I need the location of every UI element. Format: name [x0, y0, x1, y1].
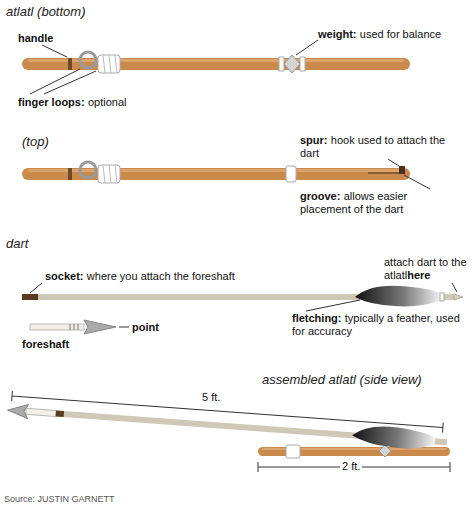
finger-loop — [80, 162, 96, 178]
dimension-label: 5 ft. — [200, 391, 222, 403]
assembled-atlatl — [7, 391, 450, 472]
label-group: dart — [6, 236, 28, 251]
shaft-highlight — [28, 59, 404, 62]
leader-line — [296, 40, 318, 55]
socket — [22, 294, 38, 300]
label-group: 2 ft. — [340, 460, 362, 473]
part-name: spur: — [300, 134, 328, 146]
label-group: 5 ft. — [200, 391, 222, 404]
label-group: spur:hook used to attach the dart — [300, 134, 450, 160]
label-group: Source: JUSTIN GARNETT — [4, 492, 115, 506]
atlatl-top — [22, 159, 430, 189]
label-group: atlatl (bottom) — [6, 4, 85, 19]
label-group: handle — [18, 32, 57, 45]
nock — [454, 294, 463, 300]
handle-band — [68, 168, 72, 180]
part-name: foreshaft — [22, 338, 69, 350]
section-title: assembled atlatl (side view) — [262, 372, 422, 387]
shaft-highlight — [28, 169, 404, 172]
label-group: (top) — [22, 134, 49, 149]
assembled-dart — [7, 399, 447, 452]
part-name: groove: — [300, 190, 340, 202]
part-name: point — [132, 321, 159, 333]
wrap — [300, 57, 305, 71]
wrap — [440, 293, 444, 301]
part-description: optional — [88, 96, 127, 108]
wrap-lines — [103, 55, 117, 73]
label-group: point — [132, 321, 162, 334]
part-name: finger loops: — [18, 96, 85, 108]
label-group: groove:allows easier placement of the da… — [300, 190, 460, 216]
part-name: weight: — [318, 28, 357, 40]
handle-band — [68, 58, 72, 70]
section-title: (top) — [22, 134, 49, 149]
label-group: fletching:typically a feather, used for … — [292, 312, 467, 338]
leader-line — [306, 300, 360, 311]
wrap — [98, 55, 120, 73]
leader-line — [42, 45, 67, 57]
leader-line — [119, 327, 129, 328]
wrap — [98, 165, 120, 183]
foreshaft-binding — [70, 324, 78, 330]
wrap — [286, 166, 296, 182]
wrap-lines — [103, 165, 117, 183]
leader-line — [30, 283, 42, 293]
finger-loop — [80, 52, 96, 68]
label-group: socket:where you attach the foreshaft — [45, 270, 325, 283]
label-group: attach dart to the atlatlhere — [384, 256, 470, 282]
wrap — [286, 445, 300, 458]
leader-line — [404, 175, 430, 189]
atlatl-bottom — [22, 40, 410, 94]
dimension-label: 2 ft. — [340, 460, 362, 472]
section-title: atlatl (bottom) — [6, 4, 85, 19]
part-name: here — [407, 269, 430, 281]
label-group: weight:used for balance — [318, 28, 468, 41]
groove — [368, 172, 402, 174]
foreshaft — [30, 324, 84, 330]
label-group: assembled atlatl (side view) — [262, 372, 422, 387]
point — [7, 403, 28, 418]
weight — [284, 55, 300, 73]
leader-line — [452, 283, 457, 292]
part-description: where you attach the foreshaft — [87, 270, 235, 282]
part-name: handle — [18, 32, 53, 44]
foreshaft — [26, 408, 56, 416]
part-name: socket: — [45, 270, 84, 282]
spur — [399, 166, 405, 174]
point — [84, 320, 116, 334]
source-note: Source: JUSTIN GARNETT — [4, 494, 115, 504]
wrap — [279, 57, 284, 71]
fletching — [355, 286, 442, 307]
part-description: used for balance — [360, 28, 441, 40]
fletching — [351, 424, 435, 451]
label-group: foreshaft — [22, 338, 72, 351]
part-name: fletching: — [292, 312, 342, 324]
leader-line — [30, 69, 96, 94]
section-title: dart — [6, 236, 28, 251]
label-group: finger loops:optional — [18, 96, 126, 109]
leader-line — [388, 159, 399, 166]
dart — [22, 283, 463, 334]
socket — [56, 411, 64, 418]
